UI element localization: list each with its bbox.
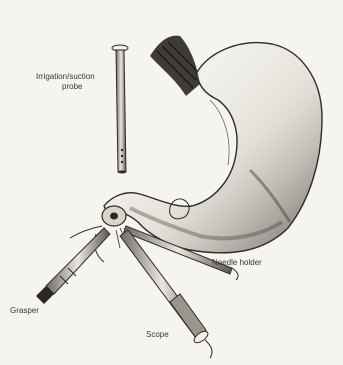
irrigation-probe-label-line-2: probe xyxy=(62,82,82,92)
irrigation-probe-instrument xyxy=(112,45,128,174)
esophagus xyxy=(150,36,200,96)
stomach xyxy=(104,43,322,253)
scope-label: Scope xyxy=(146,330,169,340)
irrigation-probe-label-line-1: Irrigation/suction xyxy=(36,72,95,82)
grasper-instrument xyxy=(36,228,110,304)
needle-holder-label: Needle holder xyxy=(212,258,262,268)
grasper-label: Grasper xyxy=(10,306,39,316)
